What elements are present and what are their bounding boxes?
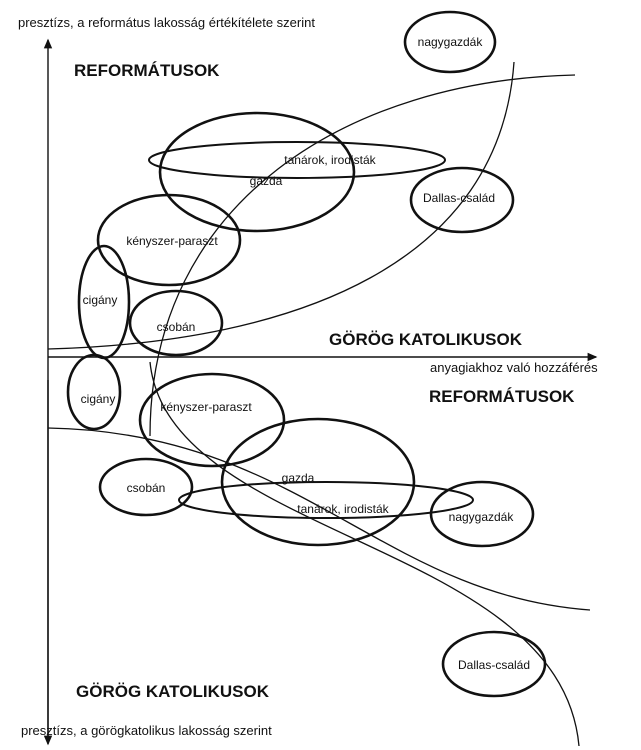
top-label-cigany: cigány bbox=[83, 293, 118, 307]
bottom-label-kenyszer: kényszer-paraszt bbox=[160, 400, 252, 414]
top-label-kenyszer: kényszer-paraszt bbox=[126, 234, 218, 248]
bottom-label-cigany: cigány bbox=[81, 392, 116, 406]
top-ellipse-kenyszer bbox=[96, 193, 242, 287]
top-ellipse-nagygazdak bbox=[403, 10, 497, 74]
bottom-ellipse-csoban bbox=[98, 457, 194, 517]
top-group-greek-catholic: GÖRÖG KATOLIKUSOK bbox=[329, 330, 523, 349]
bottom-label-dallas: Dallas-család bbox=[458, 658, 530, 672]
top-label-nagygazdak: nagygazdák bbox=[418, 35, 484, 49]
top-ellipse-tanarok bbox=[148, 141, 446, 179]
top-group-reformed: REFORMÁTUSOK bbox=[74, 61, 220, 80]
top-y-axis-label: presztízs, a református lakosság értékít… bbox=[18, 15, 315, 30]
bottom-ellipse-tanarok bbox=[178, 481, 474, 519]
bottom-label-tanarok: tanárok, irodisták bbox=[297, 502, 389, 516]
top-label-tanarok: tanárok, irodisták bbox=[284, 153, 376, 167]
bottom-boundary-curve-greek-catholic bbox=[149, 361, 580, 747]
bottom-label-nagygazdak: nagygazdák bbox=[449, 510, 515, 524]
bottom-ellipse-gazda bbox=[220, 417, 416, 547]
x-axis-label: anyagiakhoz való hozzáférés bbox=[430, 360, 598, 375]
bottom-y-axis-label: presztízs, a görögkatolikus lakosság sze… bbox=[21, 723, 272, 738]
top-ellipse-gazda bbox=[158, 111, 356, 233]
bottom-group-reformed: REFORMÁTUSOK bbox=[429, 387, 575, 406]
bottom-ellipse-nagygazdak bbox=[429, 480, 535, 548]
top-label-gazda: gazda bbox=[250, 174, 283, 188]
top-label-dallas: Dallas-család bbox=[423, 191, 495, 205]
top-ellipse-dallas bbox=[409, 166, 515, 234]
bottom-ellipse-kenyszer bbox=[138, 372, 286, 468]
bottom-group-greek-catholic: GÖRÖG KATOLIKUSOK bbox=[76, 682, 270, 701]
bottom-ellipse-dallas bbox=[441, 630, 547, 698]
top-boundary-curve-greek-catholic bbox=[149, 74, 576, 437]
bottom-ellipse-cigany bbox=[66, 353, 122, 431]
top-boundary-curve-reformed bbox=[47, 61, 515, 350]
top-ellipse-csoban bbox=[128, 289, 224, 357]
bottom-label-csoban: csobán bbox=[127, 481, 166, 495]
top-label-csoban: csobán bbox=[157, 320, 196, 334]
